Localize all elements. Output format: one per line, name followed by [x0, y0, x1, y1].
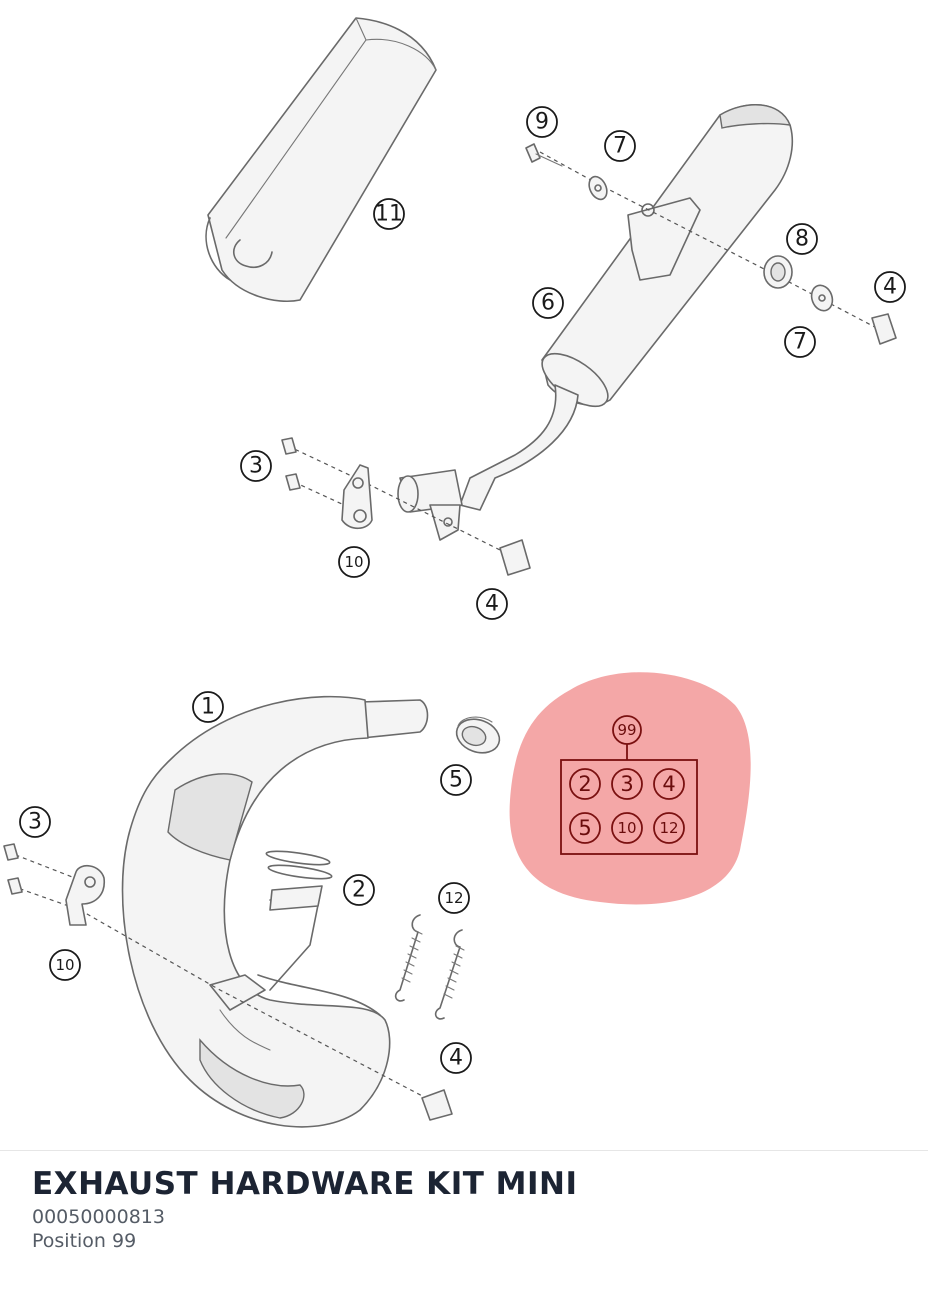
exploded-parts-diagram: 11 9 7 8 4 7 6 3 10 4 1 5 3 2 12 10 4 99… — [3, 17, 906, 1128]
kit-item: 2 — [569, 768, 601, 800]
footer-divider — [0, 1150, 928, 1151]
svg-text:2: 2 — [352, 878, 366, 903]
part-header-pipe — [121, 695, 429, 1128]
svg-text:3: 3 — [249, 454, 263, 479]
callout-3-upper: 3 — [240, 450, 272, 482]
svg-text:12: 12 — [444, 889, 463, 907]
part-exhaust-gasket — [455, 716, 501, 754]
part-upper-mount-hardware — [525, 143, 897, 345]
product-title: EXHAUST HARDWARE KIT MINI — [32, 1166, 578, 1202]
svg-text:99: 99 — [617, 721, 636, 739]
kit-item: 12 — [653, 812, 685, 844]
callout-4-upper: 4 — [874, 271, 906, 303]
svg-text:6: 6 — [541, 291, 555, 316]
kit-item: 5 — [569, 812, 601, 844]
kit-99-contents: 99 2 3 4 5 10 12 — [560, 715, 698, 855]
callout-4-lower: 4 — [440, 1042, 472, 1074]
kit-highlight-region — [509, 672, 751, 905]
svg-text:11: 11 — [375, 202, 403, 227]
part-heat-shield-sleeve — [205, 17, 437, 302]
callout-8: 8 — [786, 223, 818, 255]
callout-4-mid: 4 — [476, 588, 508, 620]
svg-text:1: 1 — [201, 695, 215, 720]
svg-text:10: 10 — [55, 956, 74, 974]
part-number: 00050000813 — [32, 1206, 165, 1228]
svg-text:10: 10 — [617, 819, 636, 837]
svg-text:4: 4 — [485, 592, 499, 617]
svg-text:5: 5 — [578, 816, 591, 840]
svg-text:4: 4 — [883, 275, 897, 300]
position-label: Position 99 — [32, 1230, 137, 1252]
part-lower-mount-hardware — [3, 843, 453, 1121]
svg-text:7: 7 — [793, 330, 807, 355]
callout-7-lower: 7 — [784, 326, 816, 358]
callout-10-upper: 10 — [338, 546, 370, 578]
callout-9: 9 — [526, 106, 558, 138]
svg-text:9: 9 — [535, 110, 549, 135]
part-exhaust-springs — [394, 914, 465, 1020]
callout-3-lower: 3 — [19, 806, 51, 838]
callout-1: 1 — [192, 691, 224, 723]
callout-5: 5 — [440, 764, 472, 796]
callout-11: 11 — [373, 198, 405, 230]
callout-6: 6 — [532, 287, 564, 319]
callout-2: 2 — [343, 874, 375, 906]
svg-text:8: 8 — [795, 227, 809, 252]
callout-12: 12 — [438, 882, 470, 914]
svg-text:5: 5 — [449, 768, 463, 793]
svg-text:2: 2 — [578, 772, 591, 796]
part-mid-mount-hardware — [281, 437, 531, 576]
product-info: EXHAUST HARDWARE KIT MINI 00050000813 Po… — [32, 1166, 578, 1252]
svg-text:7: 7 — [613, 134, 627, 159]
svg-text:3: 3 — [28, 810, 42, 835]
svg-text:10: 10 — [344, 553, 363, 571]
kit-item: 10 — [611, 812, 643, 844]
callout-7-upper: 7 — [604, 130, 636, 162]
svg-text:3: 3 — [620, 772, 633, 796]
svg-text:12: 12 — [659, 819, 678, 837]
part-silencer — [397, 104, 794, 541]
kit-item: 3 — [611, 768, 643, 800]
callout-10-lower: 10 — [49, 949, 81, 981]
svg-text:4: 4 — [449, 1046, 463, 1071]
kit-item: 4 — [653, 768, 685, 800]
svg-text:4: 4 — [662, 772, 675, 796]
